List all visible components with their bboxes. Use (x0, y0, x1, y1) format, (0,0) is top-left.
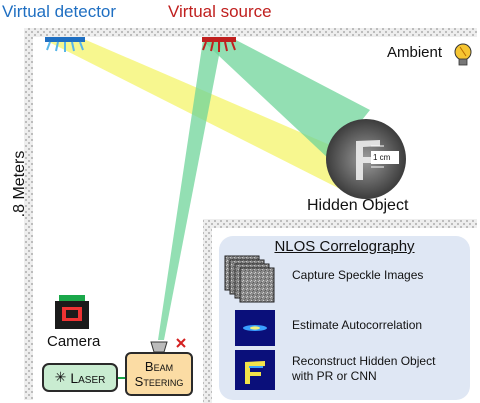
steering-mirror (150, 341, 168, 353)
laser-starburst-icon: ✳ (54, 369, 67, 385)
beam-steering-label-line1: Beam (144, 359, 174, 374)
ambient-label: Ambient (387, 44, 443, 61)
ceiling-wall (24, 28, 477, 37)
nlos-step-images (224, 255, 275, 390)
step-reconstruct: Reconstruct Hidden Object with PR or CNN (292, 354, 435, 384)
virtual-source (202, 37, 236, 52)
occluder-vertical-wall (203, 219, 212, 403)
step-reconstruct-line1: Reconstruct Hidden Object (292, 354, 436, 368)
step-capture-speckle: Capture Speckle Images (292, 268, 424, 282)
speckle-images-stack (224, 255, 275, 303)
letter-f-shape (356, 140, 380, 180)
autocorrelation-image (235, 310, 275, 346)
beam-steering-box: Beam Steering (125, 352, 193, 396)
laser-box: ✳ Laser (42, 363, 118, 392)
laser-beam (158, 40, 222, 340)
red-x-icon (176, 338, 186, 348)
nlos-panel-title: NLOS Correlography (274, 238, 415, 255)
hidden-object-label: Hidden Object (307, 197, 409, 214)
reconstruction-image (235, 350, 275, 390)
light-bulb-icon (454, 43, 472, 66)
camera-label: Camera (47, 333, 101, 350)
source-beam (202, 40, 370, 160)
occluder-horizontal-wall (203, 219, 477, 228)
hidden-object (326, 119, 406, 199)
scale-bar-label: 1 cm (373, 153, 391, 162)
nlos-correlography-panel: NLOS Correlography Capture Speckle Image… (219, 236, 470, 400)
laser-label: Laser (70, 369, 106, 386)
virtual-detector (45, 37, 85, 52)
light-beams (45, 40, 395, 340)
detector-beam (45, 40, 395, 191)
step-reconstruct-line2: with PR or CNN (292, 369, 377, 383)
virtual-source-label: Virtual source (168, 2, 272, 21)
beam-steering-label-line2: Steering (134, 374, 184, 389)
step-estimate-autocorrelation: Estimate Autocorrelation (292, 318, 423, 332)
left-wall (24, 28, 33, 400)
virtual-detector-label: Virtual detector (2, 2, 117, 21)
distance-label: .8 Meters (11, 150, 28, 218)
room-walls (24, 28, 477, 403)
camera-icon (55, 295, 89, 329)
